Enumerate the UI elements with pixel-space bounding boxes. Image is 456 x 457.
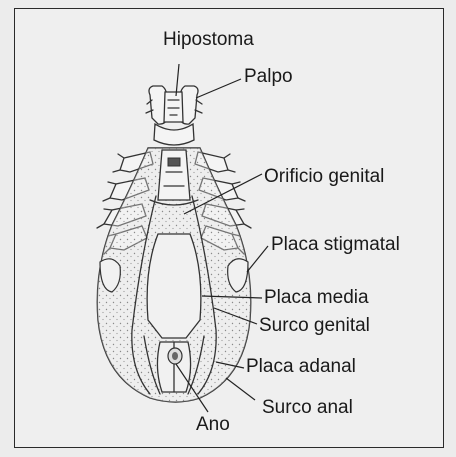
leader-hipostoma [176,64,179,96]
label-orificio-genital: Orificio genital [264,166,384,187]
label-ano: Ano [196,414,230,435]
leader-surco-anal [226,378,255,400]
label-placa-media: Placa media [264,287,369,308]
capitulum [146,86,202,145]
leader-palpo [196,79,241,98]
label-hipostoma: Hipostoma [163,29,254,50]
label-placa-stigmatal: Placa stigmatal [271,234,400,255]
label-palpo: Palpo [244,66,293,87]
label-placa-adanal: Placa adanal [246,356,356,377]
leader-placa-stigmatal [247,246,268,272]
label-surco-genital: Surco genital [259,315,370,336]
label-surco-anal: Surco anal [262,397,353,418]
median-plate [147,234,201,338]
